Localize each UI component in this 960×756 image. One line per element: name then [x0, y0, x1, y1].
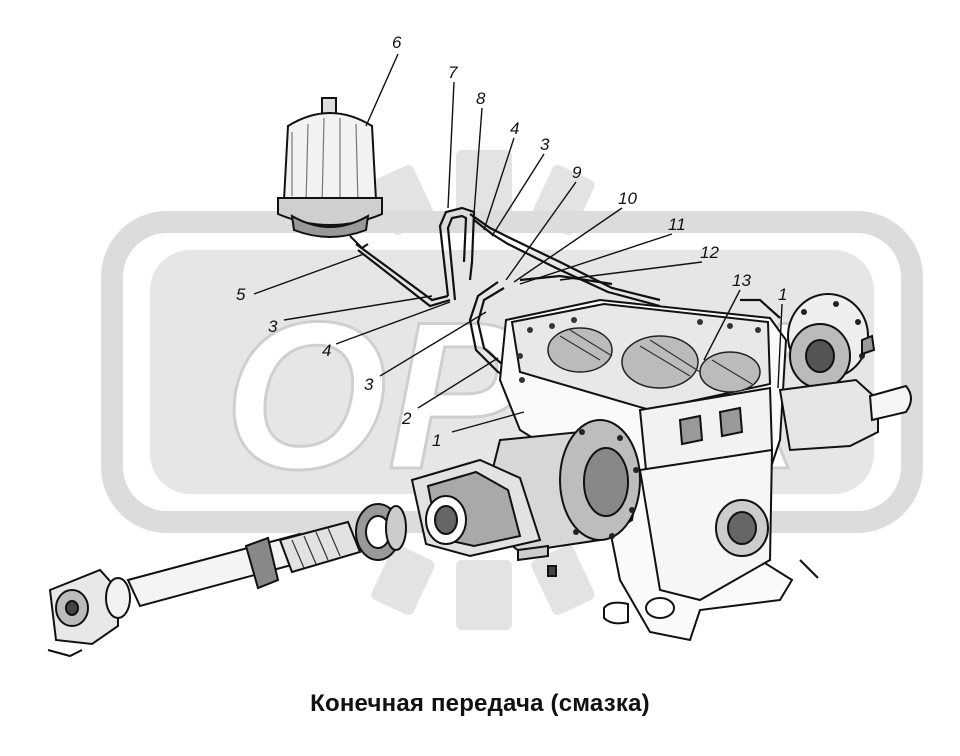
callout-4: 4 — [322, 341, 331, 360]
callout-8: 8 — [476, 89, 486, 108]
callout-1: 1 — [432, 431, 441, 450]
callout-3: 3 — [364, 375, 374, 394]
drive-shaft — [47, 503, 407, 658]
drive-housing — [410, 419, 642, 625]
callout-7: 7 — [448, 63, 458, 82]
callout-5: 5 — [236, 285, 246, 304]
callout-3: 3 — [540, 135, 550, 154]
final-drive-housing — [498, 298, 794, 642]
callout-12: 12 — [700, 243, 719, 262]
callout-13: 13 — [732, 271, 751, 290]
callout-6: 6 — [392, 33, 402, 52]
callout-labels: 6 7 8 4 3 9 10 11 12 13 1 5 3 4 3 2 1 — [236, 33, 787, 450]
callout-3: 3 — [268, 317, 278, 336]
callout-2: 2 — [401, 409, 412, 428]
oil-filter — [277, 97, 383, 250]
oil-pipes — [355, 206, 781, 402]
callout-4: 4 — [510, 119, 519, 138]
figure-caption: Конечная передача (смазка) — [310, 690, 650, 717]
callout-10: 10 — [618, 189, 637, 208]
right-hub-assembly — [778, 293, 912, 579]
final-drive-lubrication-diagram: ОРДК — [47, 33, 923, 658]
callout-1: 1 — [778, 285, 787, 304]
leader-lines — [253, 53, 783, 433]
callout-9: 9 — [572, 163, 582, 182]
callout-11: 11 — [668, 215, 686, 234]
